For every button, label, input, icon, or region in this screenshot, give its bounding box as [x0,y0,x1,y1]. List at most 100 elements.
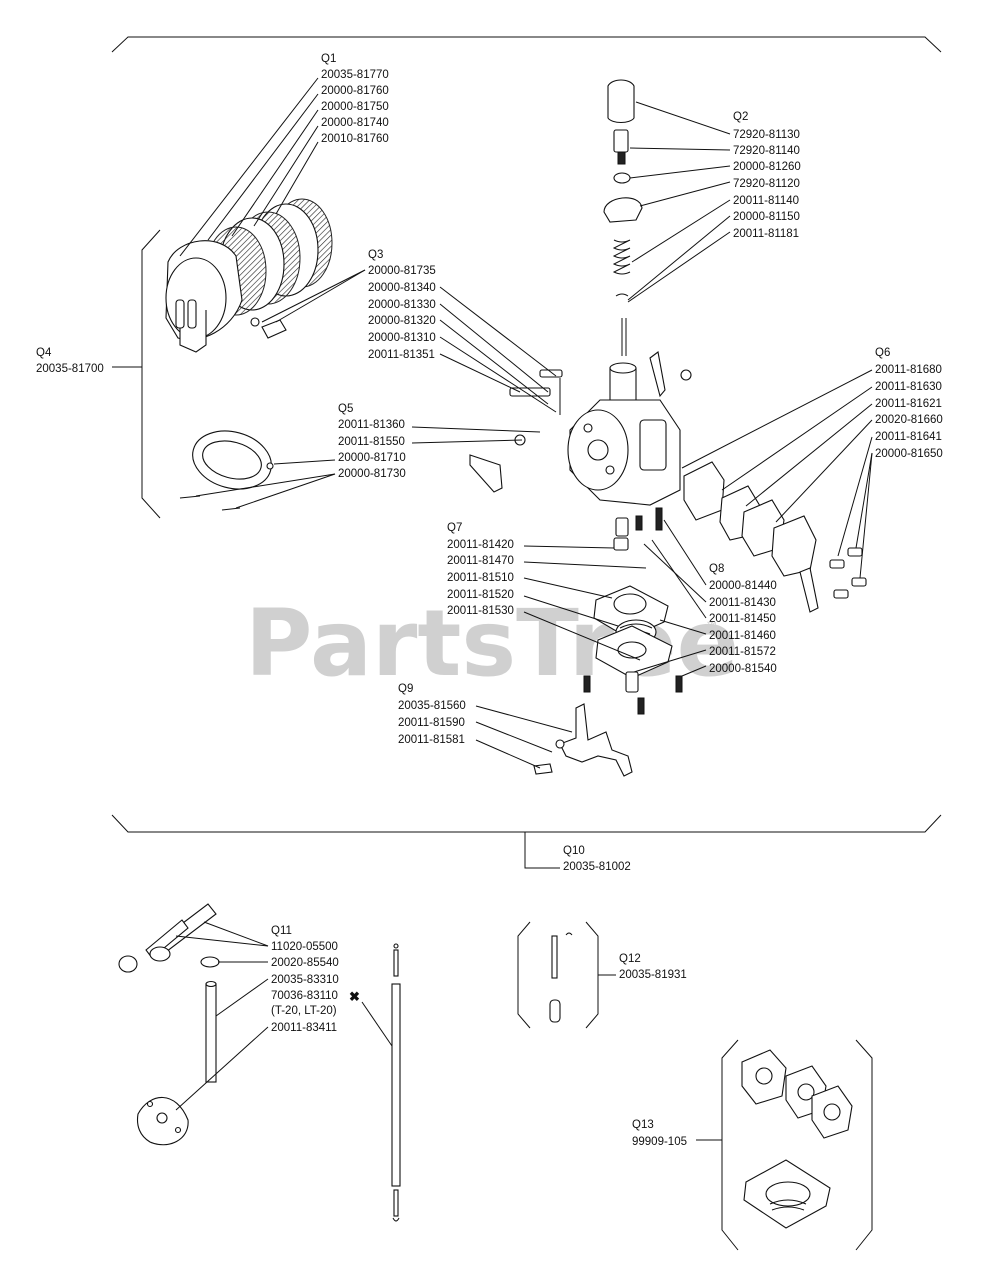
top-bracket [111,36,942,53]
group-q4: Q4 20035-81700 [36,347,104,375]
group-code: Q12 [619,953,641,965]
q12-parts-drawing [517,921,616,1029]
group-q2: Q2 72920-81130 72920-81140 20000-81260 7… [733,111,801,240]
group-q3: Q3 20000-81735 20000-81340 20000-81330 2… [368,249,436,361]
part-number: 72920-81140 [733,145,800,157]
part-number: 20011-81520 [447,589,514,601]
part-number: 20011-81420 [447,539,514,551]
part-number: 72920-81130 [733,129,800,141]
q7-leaders [523,545,647,661]
part-number: 20011-81641 [875,431,942,443]
part-number: 20011-81450 [709,613,776,625]
part-number: 20000-81540 [709,663,777,675]
part-number: 20011-81581 [398,734,465,746]
part-number: 20011-81621 [875,398,942,410]
part-number: 99909-105 [632,1136,687,1148]
air-cleaner-drawing [165,198,333,353]
part-number: 20000-81150 [733,211,800,223]
part-number: 20035-81931 [619,969,687,981]
q9-leaders [475,705,573,769]
group-q12: Q12 20035-81931 [619,953,687,981]
part-number: 20000-81340 [368,282,436,294]
group-q10: Q10 20035-81002 [563,845,631,873]
part-number: 20035-81002 [563,861,631,873]
q13-parts-drawing [696,1039,873,1251]
part-number: 20011-81630 [875,381,942,393]
q6-leaders [681,369,873,579]
q3-leaders [261,269,557,413]
group-code: Q8 [709,563,724,575]
q10-leader [524,832,560,869]
part-number: 20011-81360 [338,419,405,431]
group-q5: Q5 20011-81360 20011-81550 20000-81710 2… [338,403,406,480]
q8-leaders [633,519,707,677]
group-q8: Q8 20000-81440 20011-81430 20011-81450 2… [709,563,777,675]
part-number: 20011-81181 [733,228,799,240]
part-number: 20011-81470 [447,555,514,567]
group-code: Q7 [447,522,462,534]
part-number: 20000-81320 [368,315,436,327]
q1-leaders [179,77,319,257]
part-number: 20000-81740 [321,117,389,129]
part-number: 20020-81660 [875,414,943,426]
group-code: Q10 [563,845,585,857]
q5-parts-drawing [179,430,274,511]
group-code: Q9 [398,683,413,695]
q2-leaders [627,101,731,303]
q5-leaders [195,426,541,509]
part-number: 11020-05500 [271,941,338,953]
part-number: 20035-81700 [36,363,104,375]
part-number: 70036-83110 [271,990,338,1002]
part-number: 20010-81760 [321,133,389,145]
part-number: 20035-83310 [271,974,339,986]
carburetor-body-drawing [469,351,692,506]
part-number: 20011-81572 [709,646,776,658]
q4-bracket [141,229,161,519]
bottom-bracket [111,814,942,833]
group-q7: Q7 20011-81420 20011-81470 20011-81510 2… [447,522,514,617]
group-q6: Q6 20011-81680 20011-81630 20011-81621 2… [875,347,943,460]
group-code: Q2 [733,111,748,123]
part-number: 20035-81560 [398,700,466,712]
q2-parts-drawing [603,79,643,405]
part-number: 20011-81140 [733,195,799,207]
part-number: 20011-81680 [875,364,942,376]
group-code: Q11 [271,925,292,937]
cross-mark-icon: ✖ [349,989,360,1004]
q7-q8-parts-drawing [583,507,683,715]
watermark-trademark: ™ [705,620,719,636]
part-number: 20000-81310 [368,332,436,344]
part-number: 20011-81510 [447,572,514,584]
part-number: 20011-81590 [398,717,465,729]
group-q13: Q13 99909-105 [632,1119,687,1148]
part-number: 20035-81770 [321,69,389,81]
part-number: 20000-81650 [875,448,943,460]
group-code: Q4 [36,347,52,359]
group-q11: Q11 11020-05500 20020-85540 20035-83310 … [271,925,360,1034]
part-number: 20000-81750 [321,101,389,113]
group-code: Q1 [321,53,336,65]
q11-leaders [175,921,393,1111]
group-code: Q5 [338,403,353,415]
part-number: 20000-81260 [733,161,801,173]
q9-parts-drawing [533,703,633,777]
part-number: 20000-81730 [338,468,406,480]
part-number: 20000-81710 [338,452,406,464]
part-number: 20011-81550 [338,436,405,448]
group-q1: Q1 20035-81770 20000-81760 20000-81750 2… [321,53,389,145]
group-code: Q13 [632,1119,654,1131]
main-assembly-brackets [111,36,942,869]
part-number-note: (T-20, LT-20) [271,1005,337,1017]
group-code: Q6 [875,347,890,359]
part-number: 20000-81440 [709,580,777,592]
q11-parts-drawing [118,903,401,1222]
part-number: 20000-81330 [368,299,436,311]
part-number: 20011-81460 [709,630,776,642]
group-code: Q3 [368,249,383,261]
part-number: 20020-85540 [271,957,339,969]
q6-parts-drawing [683,461,867,613]
part-number: 20011-81430 [709,597,776,609]
part-number: 20011-83411 [271,1022,337,1034]
part-number: 20011-81351 [368,349,435,361]
